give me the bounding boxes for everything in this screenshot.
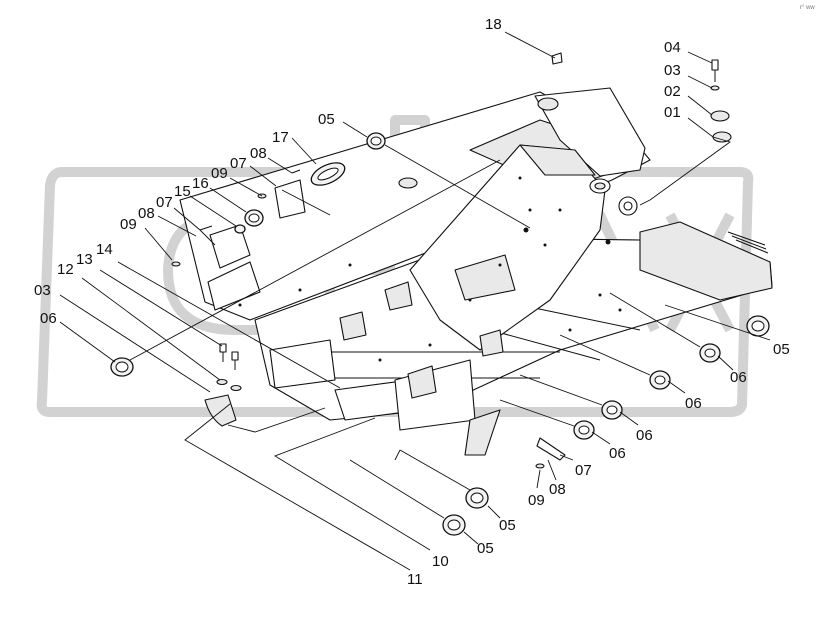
callout-07: 07 [575,462,592,479]
callout-18: 18 [485,16,502,33]
callout-14: 14 [96,241,113,258]
callout-06: 06 [609,445,626,462]
callout-05: 05 [477,540,494,557]
callout-02: 02 [664,83,681,100]
callout-16: 16 [192,175,209,192]
callout-13: 13 [76,251,93,268]
callout-07: 07 [156,194,173,211]
callout-06: 06 [730,369,747,386]
callout-11: 11 [407,571,423,588]
callout-06: 06 [40,310,57,327]
callout-09: 09 [120,216,137,233]
callout-05: 05 [773,341,790,358]
callout-09: 09 [528,492,545,509]
callout-03: 03 [34,282,51,299]
callout-12: 12 [57,261,74,278]
callout-03: 03 [664,62,681,79]
leader-lines [59,31,771,571]
callout-15: 15 [174,183,191,200]
corner-mark: r° ww [800,5,815,11]
callout-08: 08 [250,145,267,162]
callout-10: 10 [432,553,449,570]
callout-08: 08 [138,205,155,222]
callout-07: 07 [230,155,247,172]
callout-04: 04 [664,39,681,56]
main-frame [179,87,773,456]
callout-05: 05 [318,111,335,128]
callout-05: 05 [499,517,516,534]
callout-06: 06 [685,395,702,412]
callout-06: 06 [636,427,653,444]
callout-17: 17 [272,129,289,146]
callout-09: 09 [211,165,228,182]
callout-08: 08 [549,481,566,498]
callout-01: 01 [664,104,681,121]
callout-labels: 18 04 03 02 01 05 17 08 07 09 16 15 07 0… [34,16,790,588]
